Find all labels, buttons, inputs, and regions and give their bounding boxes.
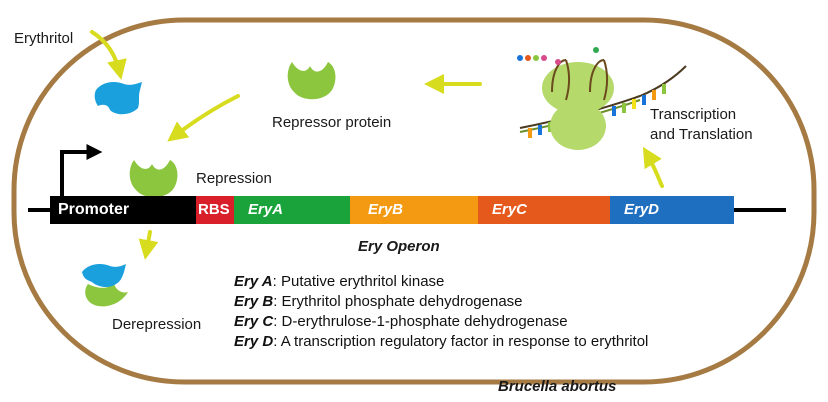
legend-gene: Ery C xyxy=(234,313,274,330)
legend-desc: : Putative erythritol kinase xyxy=(272,273,445,290)
segment-promoter: Promoter xyxy=(50,196,196,224)
transcription-label-line2: and Translation xyxy=(650,126,753,143)
segment-eryc: EryC xyxy=(478,196,610,224)
segment-rbs: RBS xyxy=(196,196,234,224)
operon-title: Ery Operon xyxy=(358,238,440,255)
gene-legend: Ery A: Putative erythritol kinase Ery B:… xyxy=(234,272,648,352)
legend-desc: : Erythritol phosphate dehydrogenase xyxy=(273,293,523,310)
segment-eryb: EryB xyxy=(350,196,478,224)
arrow-transcription-up xyxy=(642,146,664,188)
legend-row: Ery D: A transcription regulatory factor… xyxy=(234,332,648,352)
bound-repressor-icon xyxy=(129,160,178,198)
organism-label: Brucella abortus xyxy=(498,378,617,395)
legend-gene: Ery B xyxy=(234,293,274,310)
legend-desc: : A transcription regulatory factor in r… xyxy=(273,333,649,350)
arrow-derepression xyxy=(138,230,159,260)
ribosome-icon xyxy=(517,47,687,150)
legend-row: Ery C: D-erythrulose-1-phosphate dehydro… xyxy=(234,312,648,332)
legend-row: Ery B: Erythritol phosphate dehydrogenas… xyxy=(234,292,648,312)
legend-gene: Ery A xyxy=(234,273,273,290)
erythritol-molecule-icon xyxy=(94,82,142,115)
cell-outline xyxy=(11,17,817,385)
repressor-protein-icon xyxy=(287,62,336,100)
legend-desc: : D-erythrulose-1-phosphate dehydrogenas… xyxy=(273,313,568,330)
legend-gene: Ery D xyxy=(234,333,274,350)
legend-row: Ery A: Putative erythritol kinase xyxy=(234,272,648,292)
transcription-label-line1: Transcription xyxy=(650,106,737,123)
segment-eryd: EryD xyxy=(610,196,734,224)
arrow-erythritol-in xyxy=(90,30,127,80)
derepression-complex-icon xyxy=(82,264,128,307)
pathway-arrows xyxy=(90,30,664,260)
erythritol-label: Erythritol xyxy=(14,30,74,47)
derepression-label: Derepression xyxy=(112,316,202,333)
promoter-arrow-icon xyxy=(60,144,103,196)
repressor-label: Repressor protein xyxy=(272,114,392,131)
repression-label: Repression xyxy=(196,170,272,187)
segment-erya: EryA xyxy=(234,196,350,224)
arrow-to-repressor-left xyxy=(167,94,240,142)
